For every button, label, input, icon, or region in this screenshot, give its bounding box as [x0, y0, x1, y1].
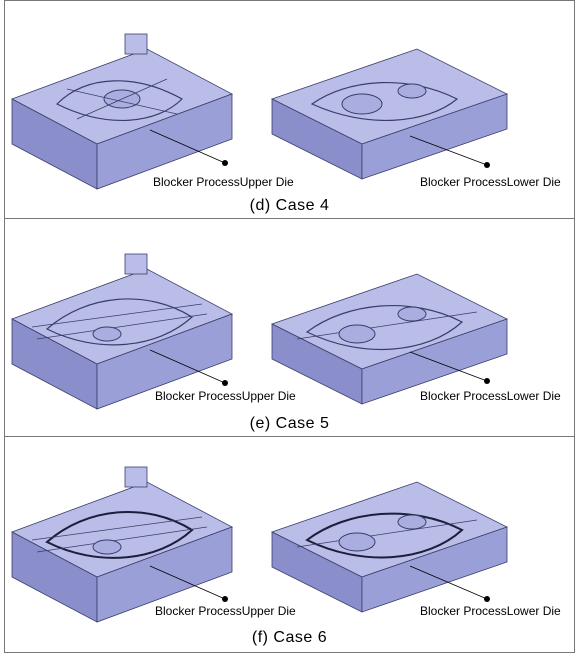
figure-frame: Blocker ProcessUpper Die Blocker Process… [4, 0, 575, 653]
lower-die-label: Blocker ProcessLower Die [420, 604, 561, 618]
panel-caption: (d) Case 4 [249, 197, 330, 214]
lower-die-image-case-6 [270, 481, 509, 613]
lower-die-label: Blocker ProcessLower Die [420, 389, 561, 403]
upper-die-image-case-5 [11, 253, 233, 410]
upper-die-label: Blocker ProcessUpper Die [155, 389, 296, 403]
panel-caption: (f) Case 6 [251, 629, 328, 646]
panel-case-6: Blocker ProcessUpper Die Blocker Process… [5, 437, 574, 653]
panel-caption: (e) Case 5 [249, 415, 330, 432]
upper-die-label: Blocker ProcessUpper Die [155, 604, 296, 618]
lower-die-image-case-4 [270, 48, 509, 180]
upper-die-image-case-4 [11, 33, 233, 190]
panel-case-4: Blocker ProcessUpper Die Blocker Process… [5, 1, 574, 219]
upper-die-label: Blocker ProcessUpper Die [153, 175, 294, 189]
panel-case-5: Blocker ProcessUpper Die Blocker Process… [5, 219, 574, 437]
upper-die-image-case-6 [11, 466, 233, 623]
lower-die-label: Blocker ProcessLower Die [420, 175, 561, 189]
